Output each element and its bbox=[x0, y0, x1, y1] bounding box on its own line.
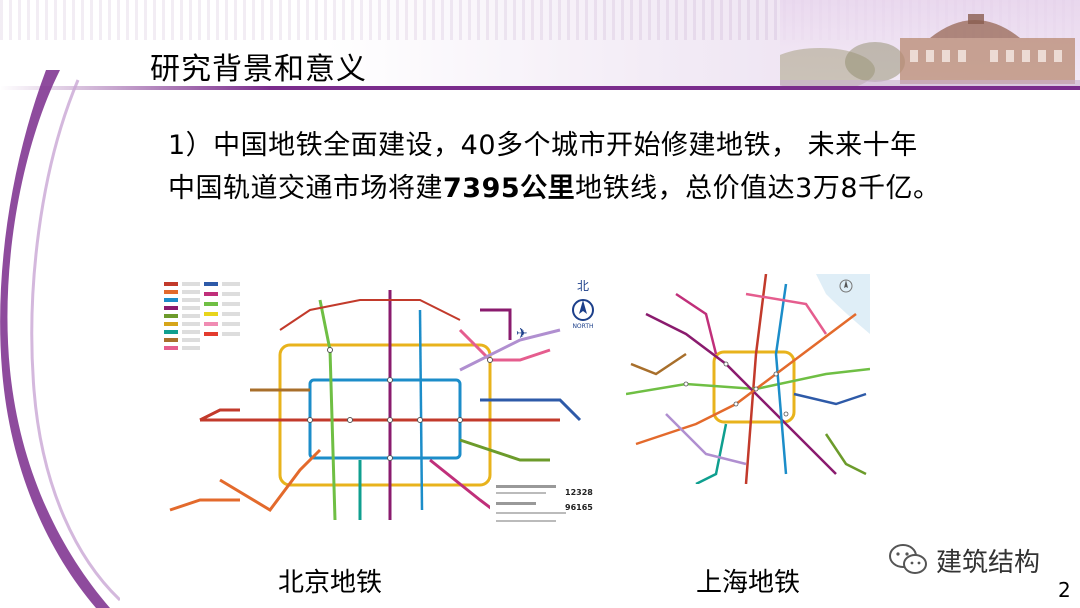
decorative-swoosh bbox=[0, 70, 120, 608]
body-line-2-start: 中国轨道交通市场将建 bbox=[168, 173, 443, 204]
compass-glyph: 北 bbox=[577, 279, 589, 293]
compass-icon bbox=[572, 299, 594, 321]
campus-building-image bbox=[780, 0, 1080, 90]
watermark-text: 建筑结构 bbox=[936, 547, 1041, 578]
compass-icon bbox=[839, 279, 853, 293]
wechat-icon bbox=[889, 544, 927, 574]
shanghai-map-caption: 上海地铁 bbox=[696, 568, 801, 598]
header-accent-line bbox=[0, 86, 1080, 90]
airport-icon: ✈ bbox=[516, 326, 528, 342]
page-title: 研究背景和意义 bbox=[150, 52, 367, 87]
highlight-distance: 7395公里 bbox=[443, 173, 576, 204]
compass-label: NORTH bbox=[572, 323, 593, 330]
page-number: 2 bbox=[1058, 578, 1071, 602]
body-line-2: 中国轨道交通市场将建7395公里地铁线，总价值达3万8千亿。 bbox=[168, 167, 940, 210]
hotline-number-1: 12328 bbox=[565, 488, 593, 497]
body-line-1: 1）中国地铁全面建设，40多个城市开始修建地铁， 未来十年 bbox=[168, 130, 918, 161]
shanghai-map-graphic bbox=[626, 274, 870, 484]
beijing-map-caption: 北京地铁 bbox=[278, 568, 383, 598]
beijing-subway-map: 北 NORTH bbox=[160, 270, 600, 535]
hotline-number-2: 96165 bbox=[565, 503, 593, 512]
beijing-map-graphic: 北 NORTH bbox=[164, 279, 594, 528]
body-line-2-end: 地铁线，总价值达3万8千亿。 bbox=[575, 173, 941, 204]
source-watermark: 建筑结构 bbox=[888, 540, 1040, 580]
shanghai-subway-map bbox=[626, 274, 870, 484]
map-info-box bbox=[490, 480, 594, 528]
body-paragraph: 1）中国地铁全面建设，40多个城市开始修建地铁， 未来十年 中国轨道交通市场将建… bbox=[168, 124, 940, 210]
map-legend bbox=[164, 282, 240, 350]
